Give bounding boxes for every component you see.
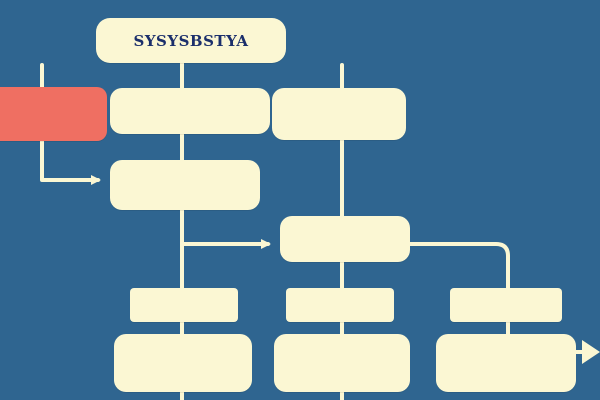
node-header-mid: [286, 288, 394, 322]
diagram-title: SYSYSBSTYA: [96, 18, 286, 63]
connector-right-arrowhead: [582, 340, 600, 364]
connector-right-branch: [406, 242, 510, 336]
node-left-top: [110, 88, 270, 134]
node-header-right: [450, 288, 562, 322]
alert-box: [0, 87, 107, 141]
node-left-mid: [110, 160, 260, 210]
node-bottom-right: [436, 334, 576, 392]
node-bottom-left: [114, 334, 252, 392]
node-center-mid: [280, 216, 410, 262]
node-bottom-mid: [274, 334, 410, 392]
node-right-top: [272, 88, 406, 140]
node-header-left: [130, 288, 238, 322]
